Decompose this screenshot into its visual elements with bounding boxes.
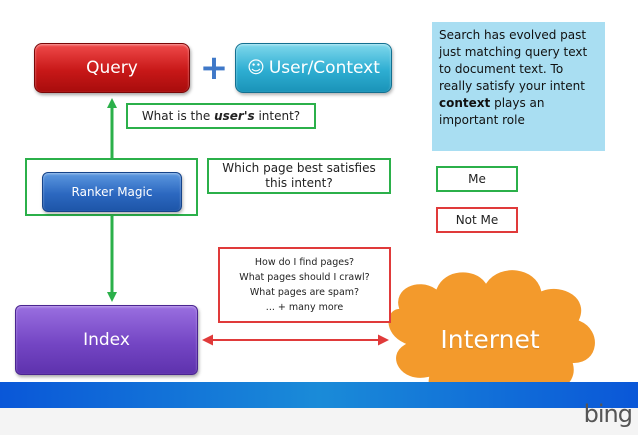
ranker-magic-node: Ranker Magic [42, 172, 182, 212]
note-bold: context [439, 96, 491, 110]
legend-not-me: Not Me [436, 207, 518, 233]
which-page-callout: Which page best satisfies this intent? [207, 158, 391, 194]
index-label: Index [83, 330, 130, 350]
note-text-2: plays an important role [439, 96, 545, 127]
user-context-label: User/Context [268, 58, 380, 78]
legend-me-label: Me [468, 172, 486, 186]
smiley-icon: ☺ [247, 58, 265, 78]
plus-sign: + [199, 48, 229, 88]
which-page-text: Which page best satisfies this intent? [222, 161, 376, 190]
search-evolution-note: Search has evolved past just matching qu… [432, 22, 605, 151]
crawl-questions-callout: How do I find pages? What pages should I… [218, 247, 391, 323]
intent-prefix: What is the [141, 109, 215, 123]
legend-me: Me [436, 166, 518, 192]
crawl-question: What pages should I crawl? [239, 272, 370, 283]
crawl-question: How do I find pages? [254, 257, 355, 268]
query-node: Query [34, 43, 190, 93]
legend-not-me-label: Not Me [455, 213, 499, 227]
crawl-question: ... + many more [265, 302, 344, 313]
query-label: Query [86, 58, 138, 78]
intent-callout: What is the user's intent? [126, 103, 316, 129]
bing-logo: bing [583, 400, 633, 428]
internet-cloud [386, 268, 597, 408]
intent-emphasis: user's [214, 109, 255, 123]
index-node: Index [15, 305, 198, 375]
ranker-label: Ranker Magic [71, 185, 153, 199]
crawl-question: What pages are spam? [249, 287, 360, 298]
footer-band [0, 382, 638, 408]
internet-label: Internet [440, 324, 540, 354]
footer-bottom [0, 408, 638, 435]
intent-suffix: intent? [254, 109, 301, 123]
user-context-node: ☺ User/Context [235, 43, 392, 93]
note-text-1: Search has evolved past just matching qu… [439, 28, 588, 93]
